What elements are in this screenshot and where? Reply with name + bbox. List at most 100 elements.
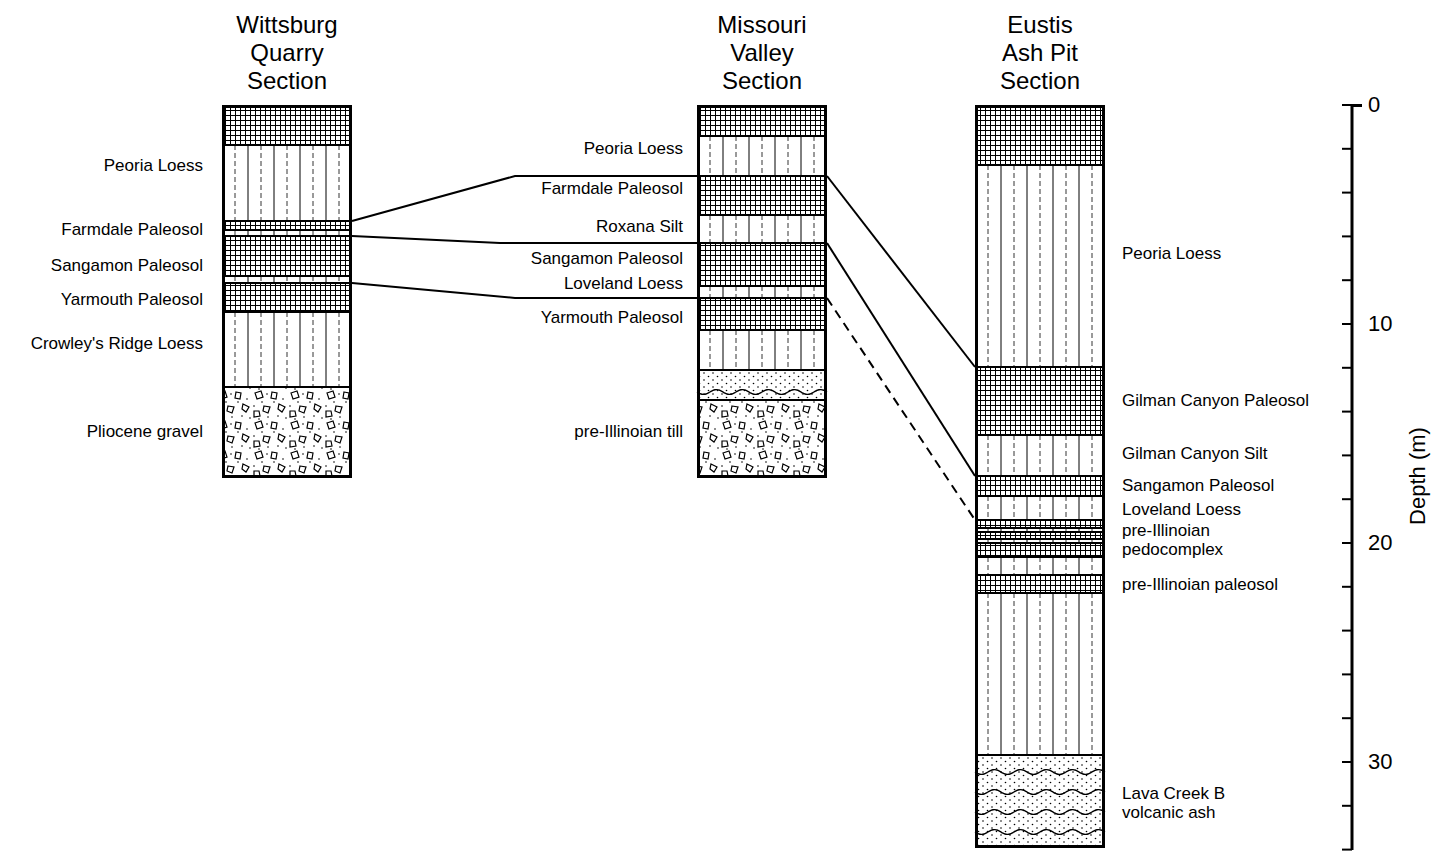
strata-boundary <box>975 475 1105 477</box>
loess-line <box>1092 593 1093 755</box>
stratigraphic-layer: Gilman Canyon Silt <box>975 435 1105 476</box>
loess-line <box>1079 557 1080 575</box>
strata-band <box>222 145 352 221</box>
loess-line <box>1027 496 1028 520</box>
loess-line <box>988 557 989 575</box>
strata-band <box>975 367 1105 435</box>
correlation-line <box>827 176 975 367</box>
loess-line <box>261 276 262 283</box>
loess-line <box>723 215 724 243</box>
strata-band <box>222 283 352 312</box>
strata-boundary <box>222 144 352 146</box>
loess-line <box>814 215 815 243</box>
strata-band <box>975 165 1105 367</box>
loess-line <box>988 496 989 520</box>
loess-line <box>248 312 249 387</box>
loess-line <box>300 276 301 283</box>
section-column: Eustis Ash Pit SectionPeoria LoessGilman… <box>975 105 1105 848</box>
loess-line <box>300 312 301 387</box>
stratigraphic-layer: Sangamon Paleosol <box>975 476 1105 496</box>
loess-line <box>1014 165 1015 367</box>
strata-band <box>975 435 1105 476</box>
loess-line <box>313 312 314 387</box>
loess-line <box>235 145 236 221</box>
wavy-contact <box>697 390 827 395</box>
layer-label: Loveland Loess <box>1122 501 1241 520</box>
strata-boundary <box>975 556 1105 558</box>
stratigraphic-layer: pre-Illinoian till <box>697 400 827 478</box>
strata-band <box>975 476 1105 496</box>
loess-line <box>261 145 262 221</box>
scale-number: 30 <box>1368 750 1392 774</box>
stratigraphic-layer: Crowley's Ridge Loess <box>222 312 352 387</box>
loess-line <box>1066 165 1067 367</box>
strata-boundary <box>975 366 1105 368</box>
layer-label: Pliocene gravel <box>87 423 203 442</box>
loess-line <box>788 286 789 298</box>
loess-line <box>710 215 711 243</box>
strata-boundary <box>975 527 1105 529</box>
loess-line <box>1079 496 1080 520</box>
loess-line <box>1053 165 1054 367</box>
loess-line <box>814 136 815 176</box>
loess-line <box>801 330 802 370</box>
scale-tick <box>1342 805 1352 807</box>
stratigraphic-layer: Yarmouth Paleosol <box>697 298 827 330</box>
loess-line <box>1040 496 1041 520</box>
wavy-contact <box>975 790 1105 795</box>
loess-line <box>1040 435 1041 476</box>
scale-axis <box>1351 104 1354 850</box>
strata-band <box>697 105 827 136</box>
loess-line <box>801 286 802 298</box>
loess-line <box>1001 435 1002 476</box>
loess-line <box>235 312 236 387</box>
strata-band <box>975 496 1105 520</box>
loess-line <box>1079 593 1080 755</box>
stratigraphic-layer: Farmdale Paleosol <box>697 176 827 215</box>
stratigraphic-layer: pre-Illinoian pedocomplex <box>975 520 1105 558</box>
loess-line <box>710 330 711 370</box>
layer-label: Peoria Loess <box>584 140 683 159</box>
correlation-line <box>352 176 697 221</box>
strata-boundary <box>975 538 1105 540</box>
loess-line <box>326 312 327 387</box>
stratigraphic-layer: Farmdale Paleosol <box>222 221 352 230</box>
loess-line <box>1066 557 1067 575</box>
strata-band <box>975 593 1105 755</box>
loess-line <box>339 276 340 283</box>
layer-label: pre-Illinoian pedocomplex <box>1122 522 1272 559</box>
loess-line <box>749 330 750 370</box>
loess-line <box>801 136 802 176</box>
loess-line <box>287 312 288 387</box>
strata-boundary <box>222 386 352 388</box>
layer-label: Gilman Canyon Silt <box>1122 445 1268 464</box>
loess-line <box>248 276 249 283</box>
loess-line <box>235 276 236 283</box>
stratigraphic-layer: Sangamon Paleosol <box>697 243 827 286</box>
scale-tick <box>1342 192 1352 194</box>
loess-line <box>762 286 763 298</box>
scale-number: 0 <box>1368 93 1380 117</box>
loess-line <box>248 145 249 221</box>
layer-label: Crowley's Ridge Loess <box>31 335 203 354</box>
strata-boundary <box>975 519 1105 521</box>
scale-tick <box>1342 717 1352 719</box>
strata-boundary <box>975 542 1105 544</box>
strata-boundary <box>975 164 1105 166</box>
correlation-line <box>352 236 697 243</box>
scale-tick <box>1342 104 1352 106</box>
strata-band <box>697 136 827 176</box>
scale-tick <box>1342 849 1352 851</box>
layer-label: Sangamon Paleosol <box>531 250 683 269</box>
section-title: Missouri Valley Section <box>700 11 824 95</box>
section-column: Wittsburg Quarry SectionPeoria LoessFarm… <box>222 105 352 478</box>
stratigraphic-layer: Yarmouth Paleosol <box>222 283 352 312</box>
strata-band <box>975 557 1105 575</box>
strata-band <box>697 298 827 330</box>
strata-band <box>222 230 352 236</box>
scale-number: 10 <box>1368 312 1392 336</box>
loess-line <box>339 145 340 221</box>
loess-line <box>814 330 815 370</box>
